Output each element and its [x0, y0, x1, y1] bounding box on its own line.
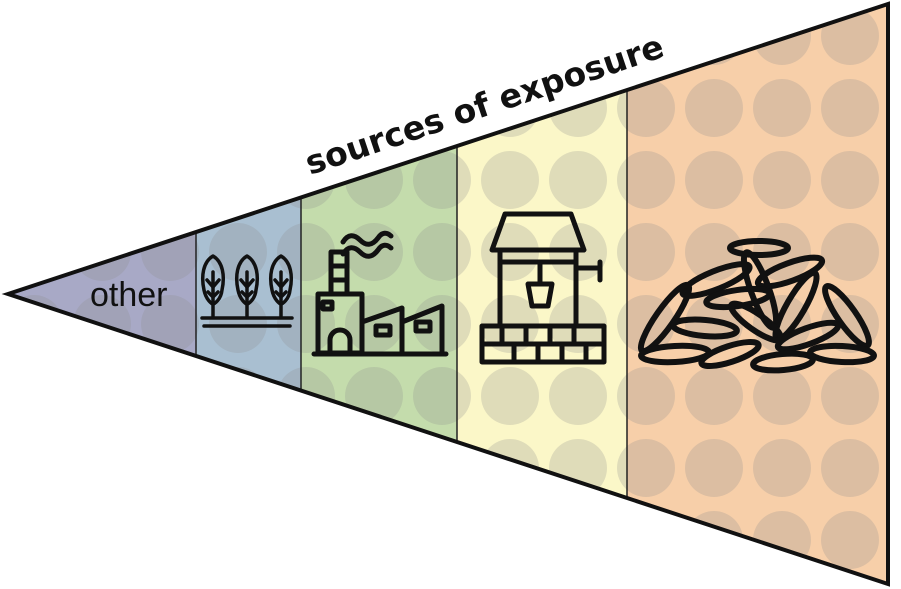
- other-label: other: [90, 276, 168, 314]
- trees-icon: [200, 254, 294, 328]
- well-icon: [479, 211, 607, 365]
- rice-grains-icon: [637, 238, 877, 374]
- factory-icon: [311, 230, 449, 357]
